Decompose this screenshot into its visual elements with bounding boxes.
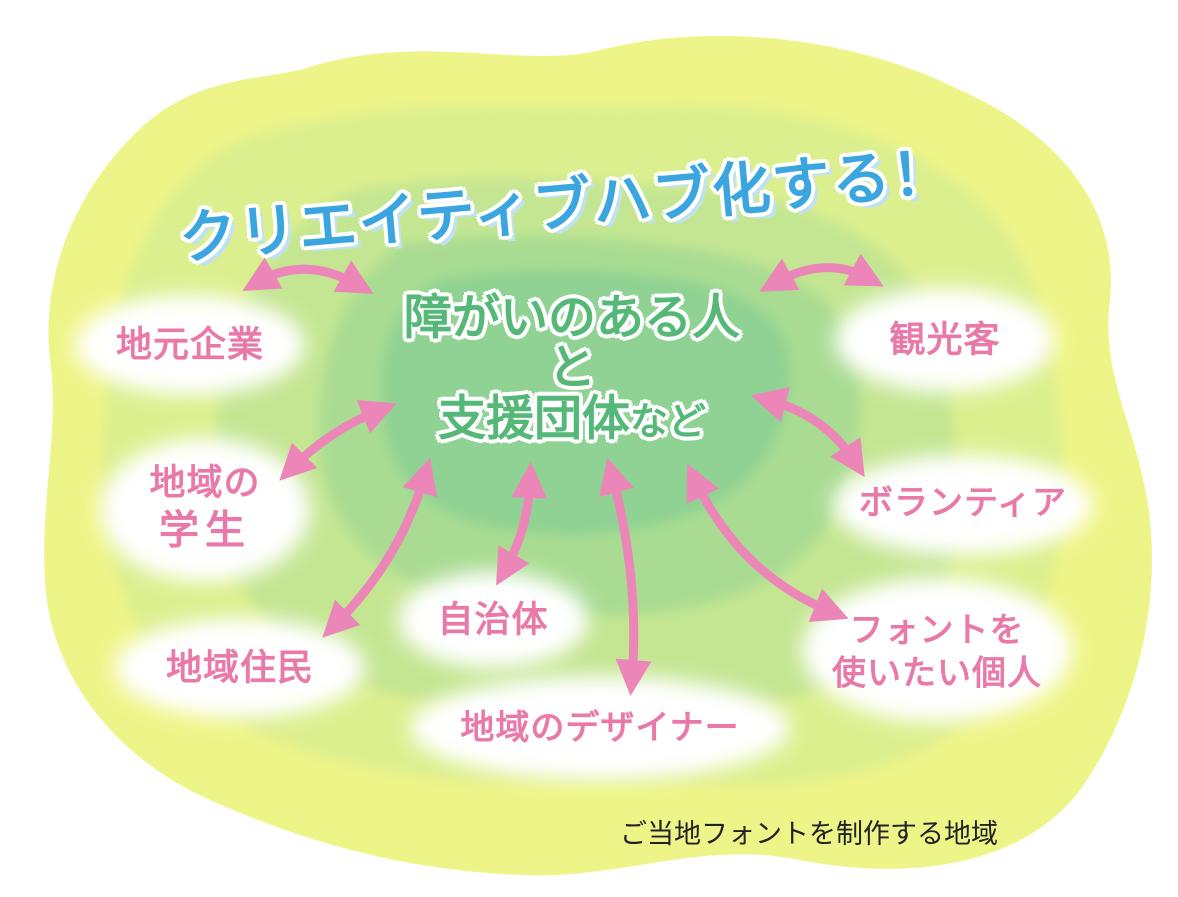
arrows <box>242 253 884 696</box>
glow-residents <box>115 618 365 718</box>
arrow-local-companies <box>242 257 374 294</box>
arrow-tourists <box>759 253 884 292</box>
center-line-3-suffix: など <box>629 399 707 444</box>
arrow-font-users <box>686 463 849 622</box>
center-line-3: 支援団体など <box>404 393 740 443</box>
arrow-residents <box>322 457 438 638</box>
node-local-designers: 地域のデザイナー <box>460 707 740 748</box>
node-tourists: 観光客 <box>889 319 1001 361</box>
glow-students <box>100 438 310 582</box>
arrow-designers <box>599 457 652 696</box>
node-local-residents: 地域住民 <box>165 647 315 689</box>
node-volunteers: ボランティア <box>859 482 1067 523</box>
glow-local-companies <box>75 295 305 395</box>
center-line-1: 障がいのある人 <box>403 289 741 346</box>
glow-tourists <box>835 288 1055 392</box>
node-municipality: 自治体 <box>437 599 549 641</box>
region-caption: ご当地フォントを制作する地域 <box>620 819 998 850</box>
node-local-companies: 地元企業 <box>115 324 265 366</box>
arrow-students <box>279 399 397 481</box>
glow-designers <box>410 676 790 780</box>
node-local-students-line1: 地域の <box>149 462 261 504</box>
center-node: 障がいのある人 と 支援団体など <box>404 292 740 443</box>
node-local-students: 地域の 学生 <box>149 461 260 556</box>
center-line-3-main: 支援団体 <box>437 390 630 447</box>
glow-font-users <box>802 578 1072 722</box>
glow-municipality <box>398 572 588 668</box>
arrow-municipality <box>496 462 548 586</box>
node-font-users-line2: 使いたい個人 <box>832 653 1042 693</box>
node-local-students-line2: 学生 <box>158 507 251 554</box>
node-font-users-line1: フォントを <box>849 610 1025 651</box>
center-line-2: と <box>547 339 597 396</box>
arrow-volunteers <box>750 387 865 478</box>
glow-volunteers <box>833 455 1093 555</box>
node-font-users: フォントを 使いたい個人 <box>832 610 1042 695</box>
